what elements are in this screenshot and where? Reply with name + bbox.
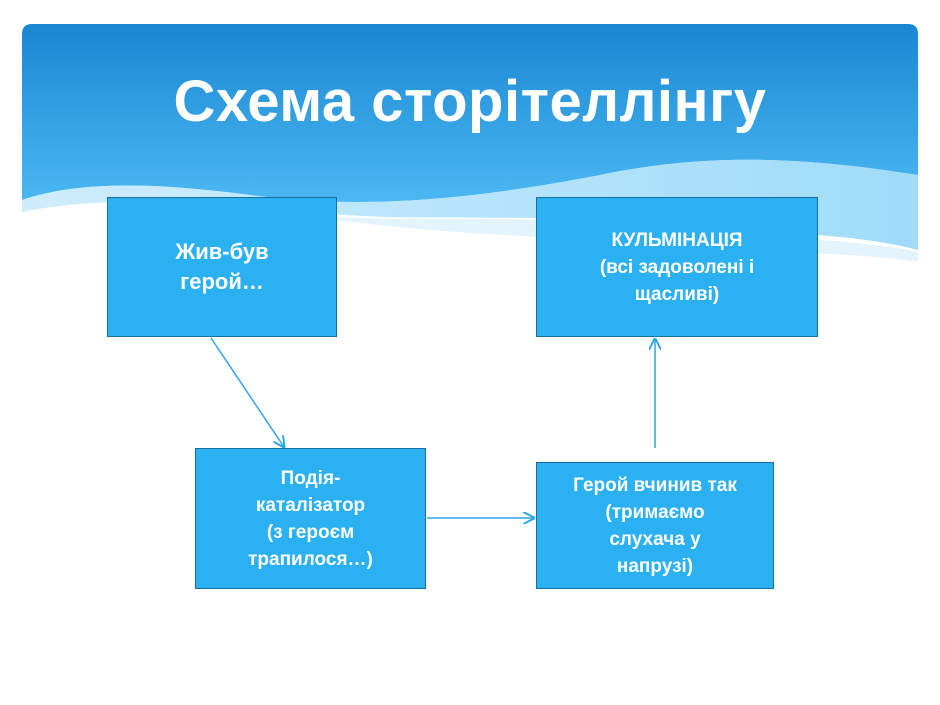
- slide-title: Схема сторітеллінгу: [173, 69, 767, 134]
- node-hero-action-label: Герой вчинив так (тримаємо слухача у нап…: [573, 474, 737, 577]
- node-climax: КУЛЬМІНАЦІЯ (всі задоволені і щасливі): [536, 197, 818, 337]
- node-hero-label: Жив-був герой…: [175, 239, 269, 294]
- node-catalyst-label: Подія- каталізатор (з героєм трапилося…): [248, 467, 373, 570]
- node-hero-action: Герой вчинив так (тримаємо слухача у нап…: [536, 462, 774, 589]
- node-hero: Жив-був герой…: [107, 197, 337, 337]
- node-catalyst: Подія- каталізатор (з героєм трапилося…): [195, 448, 426, 589]
- arrow-hero-to-catalyst: [210, 337, 284, 447]
- node-climax-label: КУЛЬМІНАЦІЯ (всі задоволені і щасливі): [599, 229, 755, 305]
